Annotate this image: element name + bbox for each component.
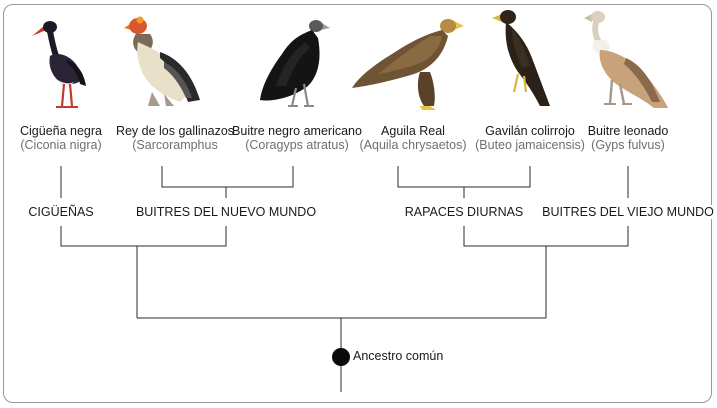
common-name: Gavilán colirrojo [485, 124, 575, 138]
group-label-new-world-vultures: BUITRES DEL NUEVO MUNDO [133, 205, 319, 219]
ancestor-label: Ancestro común [353, 349, 444, 363]
common-name: Aguila Real [381, 124, 445, 138]
golden-eagle-icon [352, 19, 464, 110]
common-name: Buitre negro americano [232, 124, 362, 138]
scientific-name: (Aquila chrysaetos) [359, 138, 467, 152]
scientific-name: (Ciconia nigra) [20, 138, 102, 152]
group-label-diurnal-raptors: RAPACES DIURNAS [402, 205, 526, 219]
species-label-gyps: Buitre leonado (Gyps fulvus) [588, 124, 669, 152]
common-name: Cigüeña negra [19, 124, 103, 138]
ancestor-node [332, 348, 350, 366]
red-tailed-hawk-icon [492, 10, 550, 106]
griffon-vulture-icon [584, 11, 668, 108]
join-raptors-oldworld [463, 226, 629, 247]
species-label-buteo: Gavilán colirrojo (Buteo jamaicensis) [475, 124, 585, 152]
scientific-name: (Buteo jamaicensis) [475, 138, 585, 152]
common-name: Rey de los gallinazos [115, 124, 235, 138]
common-name: Buitre leonado [587, 124, 669, 138]
group-label-old-world-vultures: BUITRES DEL VIEJO MUNDO [540, 205, 716, 219]
group-label-storks: CIGÜEÑAS [26, 205, 96, 219]
black-stork-icon [32, 21, 86, 108]
species-label-ciconia: Cigüeña negra (Ciconia nigra) [20, 124, 102, 152]
scientific-name: (Coragyps atratus) [245, 138, 349, 152]
species-label-aquila: Aguila Real (Aquila chrysaetos) [360, 124, 467, 152]
king-vulture-icon [124, 16, 200, 106]
scientific-name: (Gyps fulvus) [591, 138, 665, 152]
diagram-frame [3, 4, 712, 403]
black-vulture-icon [260, 20, 330, 107]
species-label-coragyps: Buitre negro americano (Coragyps atratus… [232, 124, 362, 152]
species-label-sarcoramphus: Rey de los gallinazos (Sarcoramphus [116, 124, 234, 152]
branch-new-world-pair [161, 166, 294, 188]
branch-raptor-pair [397, 166, 531, 188]
join-storks-newworld [60, 226, 227, 247]
scientific-name: (Sarcoramphus [132, 138, 218, 152]
